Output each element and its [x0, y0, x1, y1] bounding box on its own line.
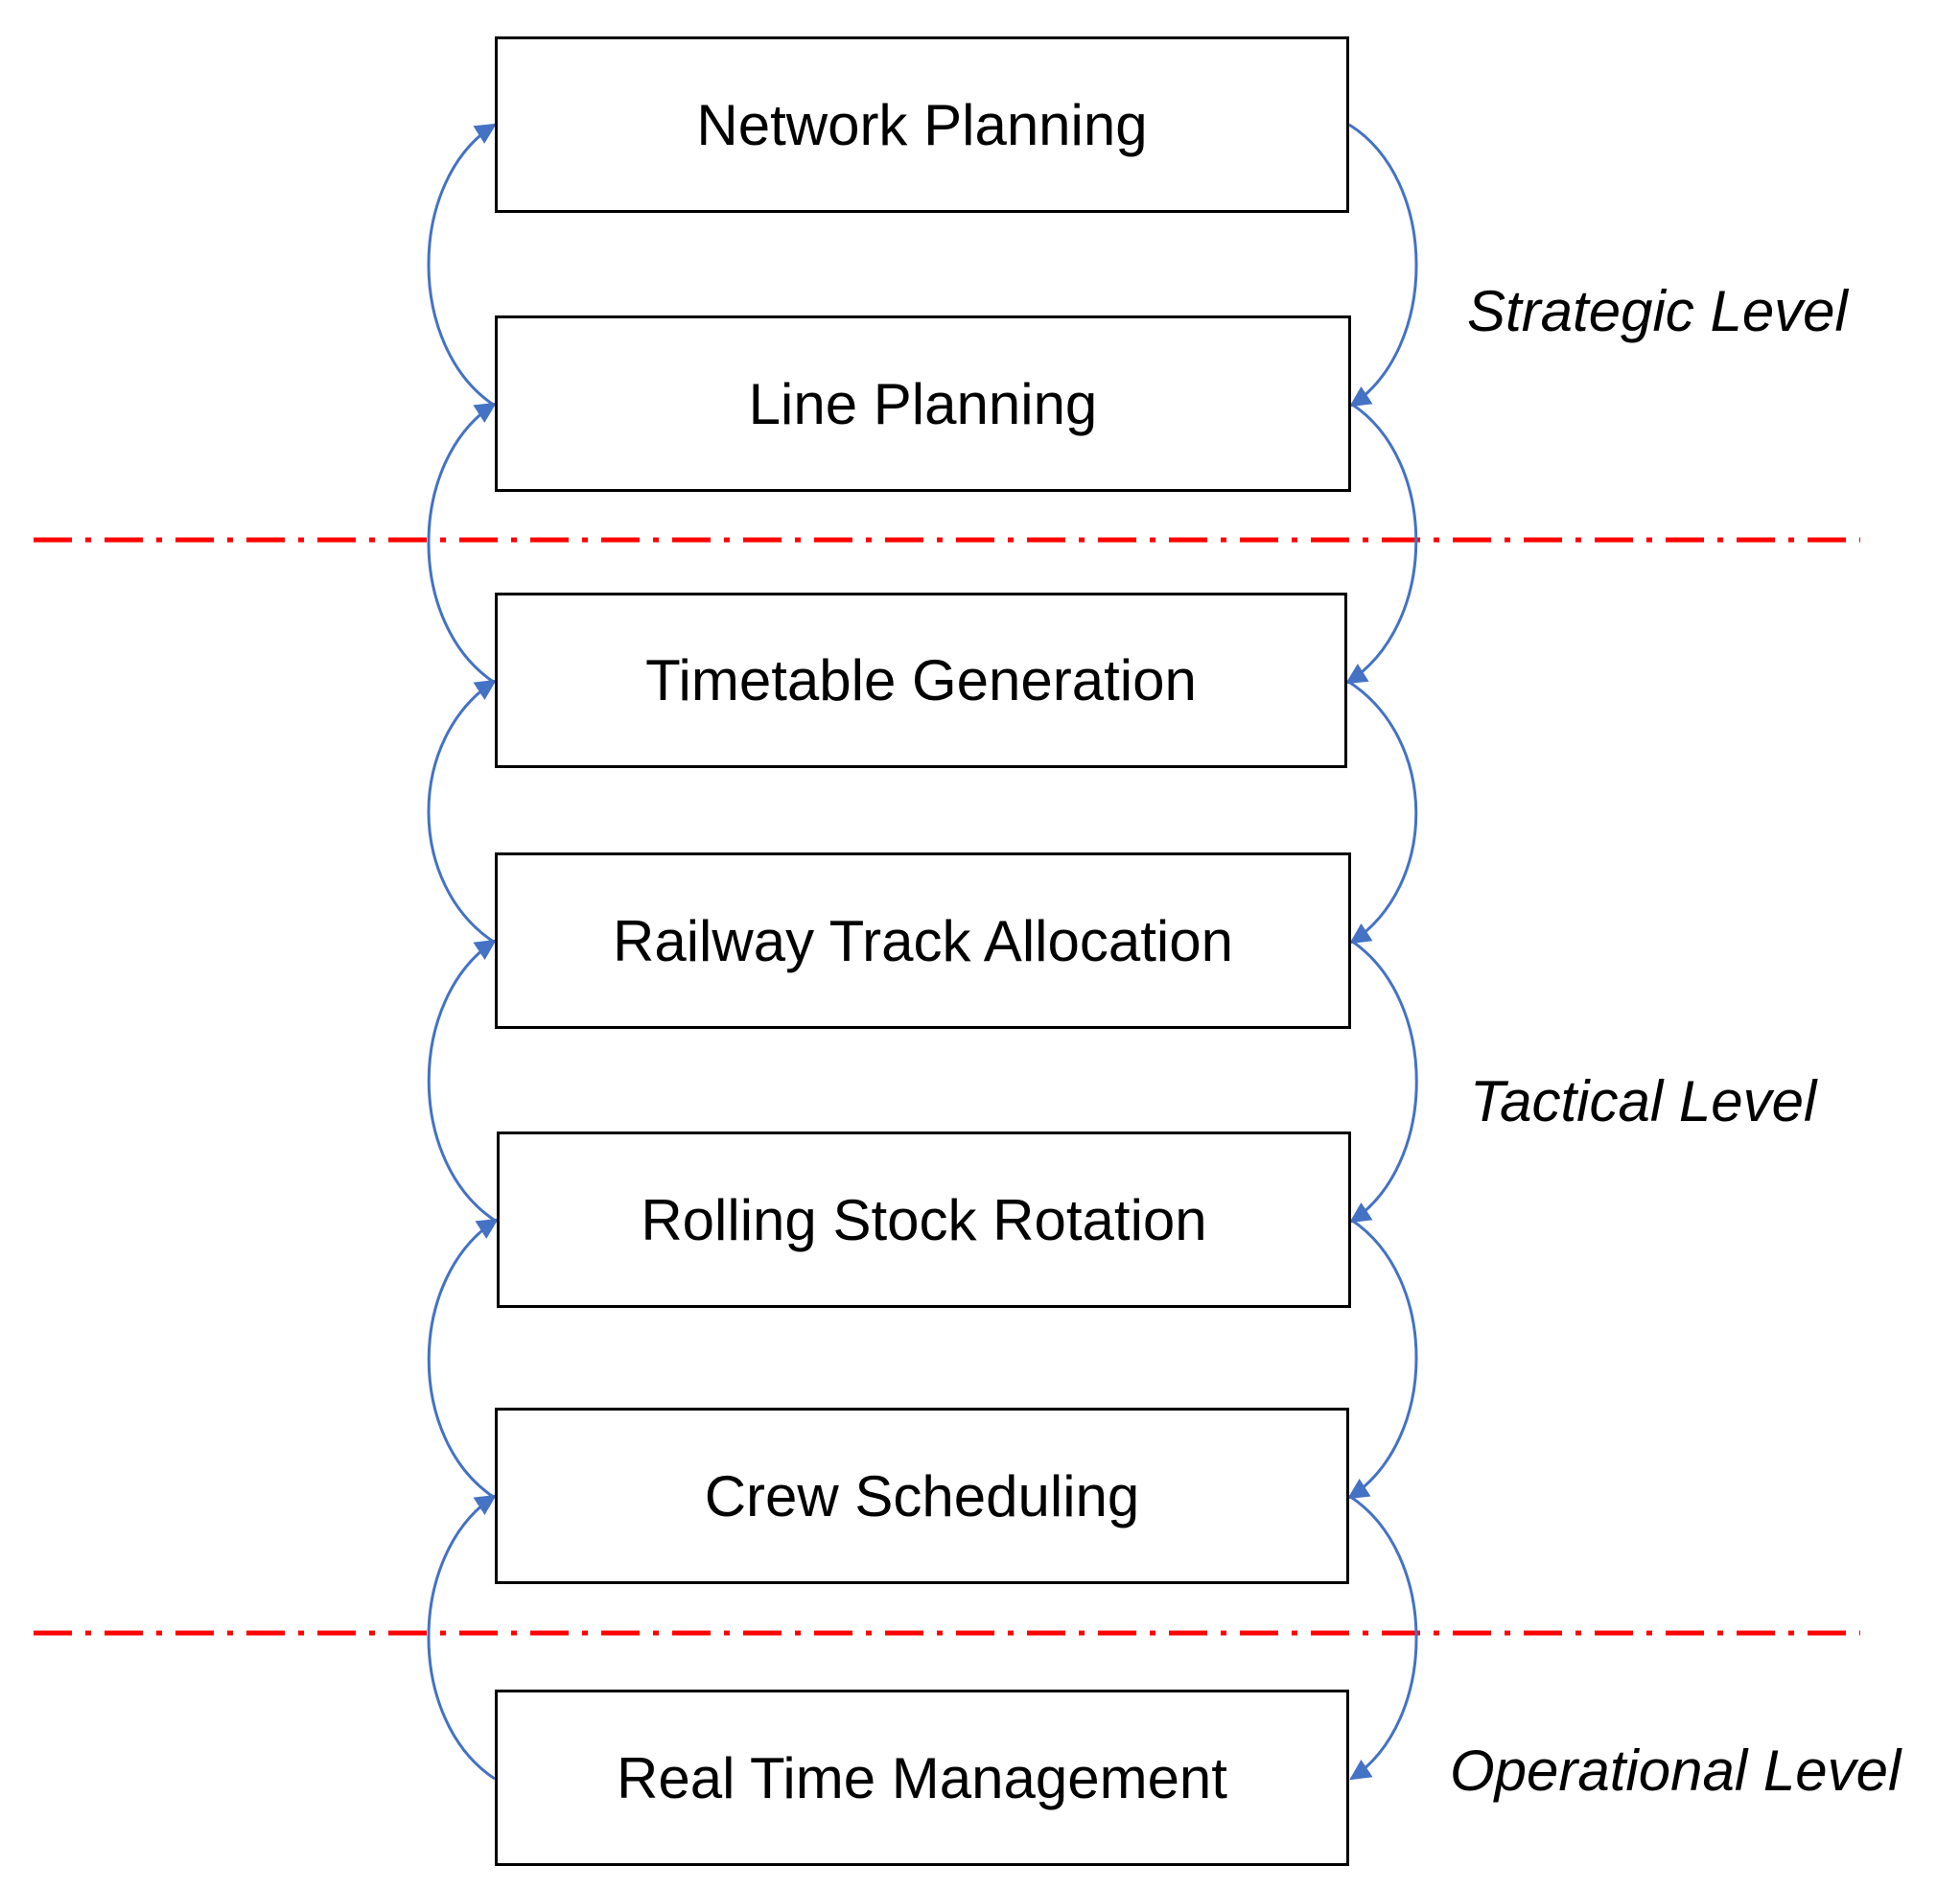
feedback-arrow-left-4 — [427, 939, 498, 1224]
forward-arrow-right-2 — [1345, 402, 1418, 685]
stage-box-rolling-stock-rotation: Rolling Stock Rotation — [497, 1132, 1351, 1308]
stage-box-railway-track-allocation: Railway Track Allocation — [495, 852, 1351, 1029]
feedback-arrow-left-2 — [427, 402, 497, 685]
forward-arrow-right-6 — [1348, 1494, 1418, 1781]
level-label-tactical: Tactical Level — [1470, 1069, 1817, 1133]
stage-box-line-planning: Line Planning — [495, 315, 1351, 492]
feedback-arrow-left-5 — [427, 1218, 499, 1500]
feedback-arrow-left-3 — [427, 679, 497, 945]
stage-box-network-planning: Network Planning — [495, 36, 1349, 213]
forward-arrow-right-4 — [1349, 939, 1418, 1224]
forward-arrow-right-5 — [1347, 1218, 1418, 1500]
forward-arrow-right-3 — [1346, 679, 1418, 945]
stage-box-crew-scheduling: Crew Scheduling — [495, 1408, 1349, 1584]
feedback-arrow-left-1 — [427, 123, 497, 408]
stage-box-timetable-generation: Timetable Generation — [495, 593, 1347, 768]
feedback-arrow-left-6 — [427, 1494, 497, 1781]
level-label-strategic: Strategic Level — [1467, 279, 1848, 343]
level-label-operational: Operational Level — [1450, 1738, 1902, 1803]
forward-arrow-right-1 — [1348, 123, 1418, 408]
stage-box-real-time-management: Real Time Management — [495, 1690, 1349, 1866]
